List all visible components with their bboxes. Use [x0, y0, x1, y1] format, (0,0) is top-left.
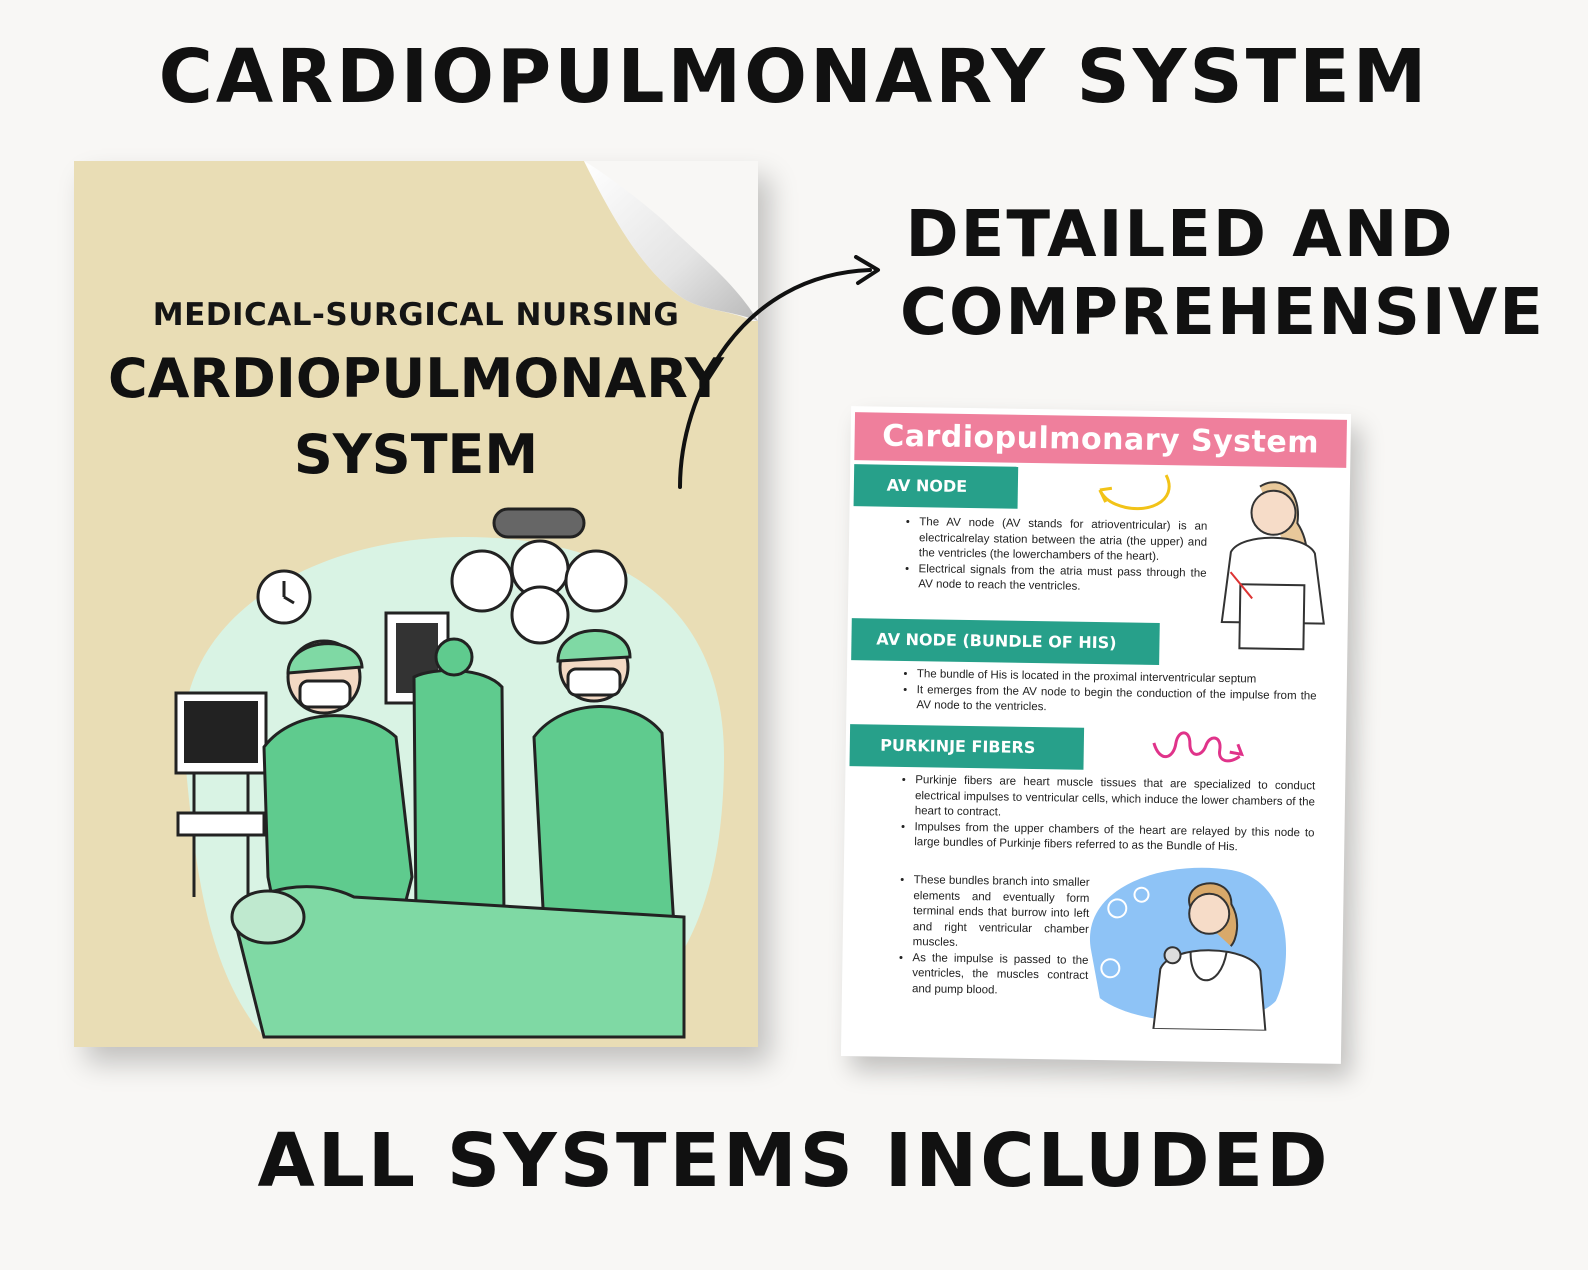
- side-heading-line1: DETAILED AND: [905, 198, 1455, 272]
- page-title: CARDIOPULMONARY SYSTEM: [158, 34, 1430, 120]
- section-bullets-bundle-of-his: The bundle of His is located in the prox…: [904, 667, 1317, 720]
- pink-squiggle-arrow-icon: [1152, 731, 1245, 763]
- bullet: It emerges from the AV node to begin the…: [916, 683, 1316, 720]
- doctor-with-stethoscope-illustration: [1090, 867, 1286, 1032]
- cover-page: MEDICAL-SURGICAL NURSING CARDIOPULMONARY…: [74, 161, 758, 1047]
- page-curl-icon: [584, 161, 758, 321]
- section-bullets-av-node: The AV node (AV stands for atrioventricu…: [906, 515, 1207, 597]
- cover-title-line2: SYSTEM: [293, 423, 539, 486]
- cover-subtitle: MEDICAL-SURGICAL NURSING: [152, 297, 680, 333]
- section-heading-bundle-of-his: AV NODE (BUNDLE OF HIS): [851, 618, 1160, 665]
- section-heading-av-node: AV NODE: [853, 464, 1019, 509]
- bullet: As the impulse is passed to the ventricl…: [912, 951, 1089, 1000]
- surgeons-illustration: [174, 507, 724, 1039]
- footer-tagline: ALL SYSTEMS INCLUDED: [257, 1118, 1331, 1204]
- detail-title: Cardiopulmonary System: [882, 418, 1320, 461]
- yellow-loop-arrow-icon: [1098, 474, 1171, 511]
- detail-title-banner: Cardiopulmonary System: [854, 412, 1347, 468]
- bullet: These bundles branch into smaller elemen…: [913, 873, 1090, 953]
- doctor-with-clipboard-illustration: [1220, 481, 1325, 651]
- bullet: Electrical signals from the atria must p…: [918, 562, 1206, 598]
- cover-title-line1: CARDIOPULMONARY: [107, 347, 725, 410]
- bullet: The AV node (AV stands for atrioventricu…: [919, 515, 1208, 566]
- side-heading-line2: COMPREHENSIVE: [900, 276, 1545, 350]
- detail-page: Cardiopulmonary System AV NODE The AV no…: [840, 406, 1352, 1064]
- section-bullets-purkinje-fibers: Purkinje fibers are heart muscle tissues…: [902, 773, 1315, 857]
- bullet: Impulses from the upper chambers of the …: [914, 820, 1314, 857]
- curved-arrow-icon: [678, 255, 880, 489]
- bullet: Purkinje fibers are heart muscle tissues…: [915, 773, 1316, 826]
- section-heading-purkinje-fibers: PURKINJE FIBERS: [849, 724, 1085, 770]
- section-bullets-purkinje-fibers-cont: These bundles branch into smaller elemen…: [900, 873, 1090, 1000]
